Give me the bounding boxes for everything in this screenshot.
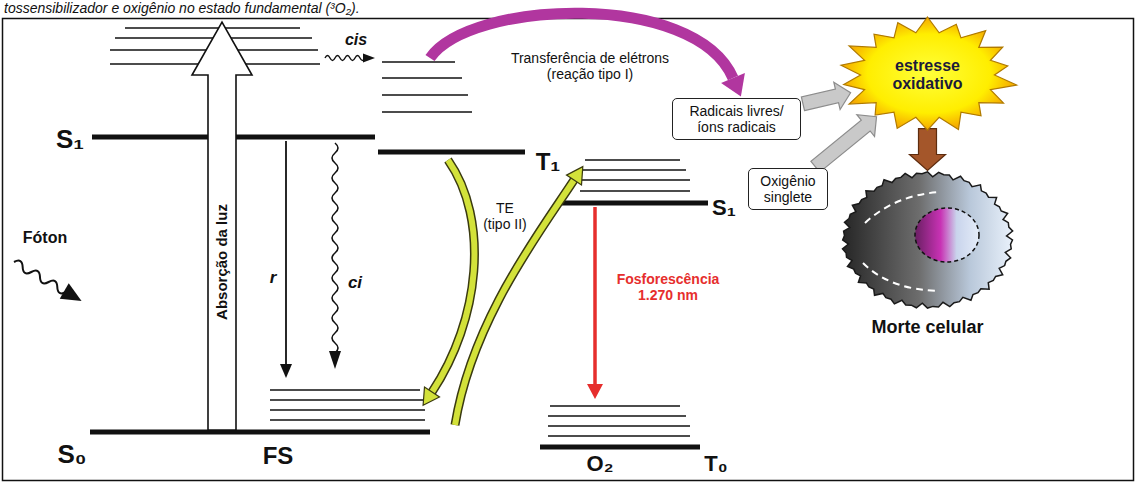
- vibrational-level: [580, 190, 690, 192]
- o2-s1-level: [560, 201, 708, 206]
- arrow-head: [363, 54, 375, 63]
- transition-label: r: [270, 268, 277, 288]
- phosphorescence-arrow: [593, 207, 597, 386]
- vibrational-level: [382, 61, 455, 63]
- vibrational-level: [125, 27, 300, 29]
- state-label: T₁: [536, 148, 561, 176]
- vibrational-level: [382, 94, 468, 96]
- arrow-head: [721, 73, 745, 97]
- t1-level: [378, 150, 525, 155]
- photon-label: Fóton: [23, 229, 67, 247]
- state-label: S₁: [712, 195, 736, 220]
- result-arrow: [910, 129, 946, 171]
- vibrational-level: [382, 77, 462, 79]
- cell-detail: [863, 263, 940, 291]
- vibrational-level: [550, 405, 680, 407]
- node-text: estresse oxidativo: [878, 57, 978, 94]
- node-text: Morte celular: [835, 317, 1020, 338]
- figure-caption: tossensibilizador e oxigênio no estado f…: [4, 0, 360, 16]
- node-text: Oxigênio singlete: [755, 173, 821, 205]
- burst-outline: [841, 17, 1017, 130]
- molecule-label: O₂: [587, 451, 614, 476]
- vibrational-level: [270, 419, 425, 421]
- process-arrow: [811, 115, 877, 172]
- energy-transfer-outline: [432, 160, 474, 392]
- arrow-head: [587, 384, 603, 399]
- transition-label: ci: [348, 273, 362, 293]
- vibrational-level: [585, 159, 680, 161]
- vibrational-level: [270, 399, 424, 401]
- vibrational-level: [548, 425, 690, 427]
- emission-label: Fosforescência 1.270 nm: [606, 271, 731, 303]
- reaction-label: Transferência de elétrons (reação tipo I…: [490, 50, 690, 82]
- stress-burst: estresse oxidativo: [835, 15, 1020, 135]
- arrow-head: [60, 283, 86, 309]
- absorption-label: Absorção da luz: [213, 204, 230, 320]
- energy-transfer-outline: [455, 180, 574, 425]
- result-box: Radicais livres/ íons radicais: [672, 98, 801, 140]
- vibrational-level: [582, 169, 686, 171]
- arrow-head: [567, 167, 583, 185]
- transition-label: cis: [345, 31, 367, 49]
- molecule-label: FS: [263, 442, 294, 470]
- cell-nucleus: [915, 208, 979, 262]
- photon-wave: [12, 259, 68, 296]
- vibrational-level: [270, 389, 420, 391]
- vibrational-level: [382, 111, 472, 113]
- process-arrow: [801, 82, 850, 110]
- radiative-arrow: [285, 141, 287, 366]
- cell-node: Morte celular: [835, 165, 1020, 338]
- arrow-head: [329, 351, 341, 369]
- result-box: Oxigênio singlete: [748, 168, 828, 210]
- state-label: S₁: [56, 125, 84, 155]
- vibrational-level: [548, 415, 686, 417]
- wavy-arrow: [325, 56, 365, 61]
- absorption-arrow: [192, 22, 252, 430]
- state-label: S₀: [57, 440, 86, 470]
- burst-text-area: estresse oxidativo: [835, 15, 1020, 135]
- wavy-arrow: [332, 143, 338, 353]
- cell-illustration: [835, 165, 1020, 315]
- arrow-head: [423, 387, 439, 405]
- o2-t0-level: [540, 445, 700, 450]
- s0-level: [90, 430, 430, 435]
- node-text: Radicais livres/ íons radicais: [679, 103, 794, 135]
- energy-transfer-arrow: [432, 160, 474, 392]
- vibrational-level: [270, 409, 425, 411]
- arrow-head: [280, 364, 292, 378]
- vibrational-level: [580, 179, 690, 181]
- state-label: T₀: [704, 451, 727, 476]
- cell-membrane: [843, 172, 1013, 308]
- energy-transfer-arrow: [455, 180, 574, 425]
- reaction-label: TE (tipo II): [482, 200, 529, 232]
- vibrational-level: [548, 435, 690, 437]
